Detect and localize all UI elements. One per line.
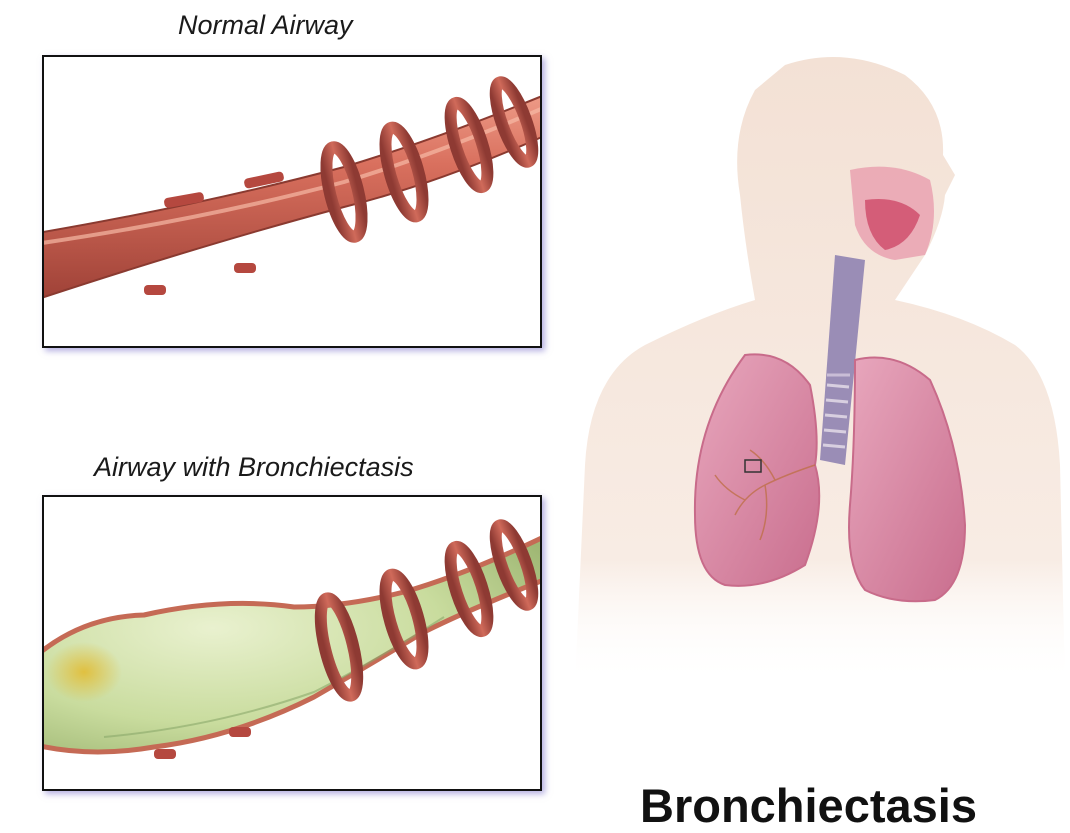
normal-airway-illustration bbox=[44, 57, 540, 346]
normal-airway-panel bbox=[42, 55, 542, 348]
dilated-airway-illustration bbox=[44, 497, 540, 789]
page-title: Bronchiectasis bbox=[640, 778, 977, 833]
bronchiectasis-caption: Airway with Bronchiectasis bbox=[94, 452, 414, 483]
human-torso-illustration bbox=[565, 45, 1065, 745]
normal-airway-caption: Normal Airway bbox=[178, 10, 353, 41]
bronchiectasis-panel bbox=[42, 495, 542, 791]
